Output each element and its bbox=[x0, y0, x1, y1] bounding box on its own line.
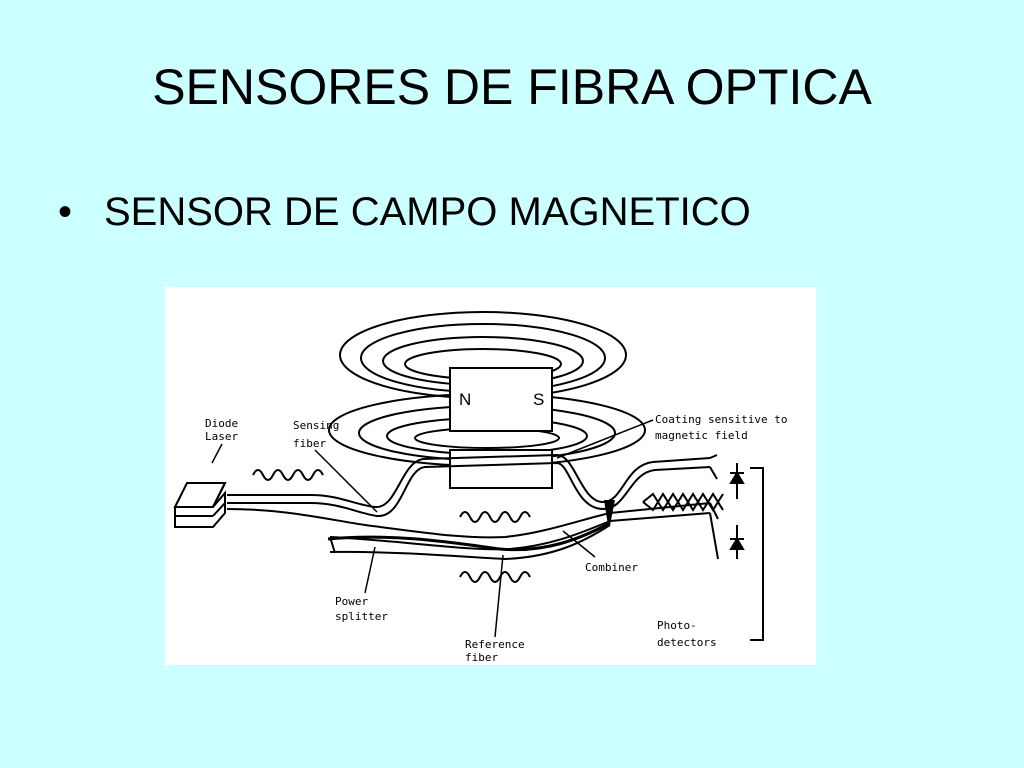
bullet-item: • SENSOR DE CAMPO MAGNETICO bbox=[58, 192, 751, 232]
sensing-fiber-label-1: Sensing bbox=[293, 419, 339, 432]
magnet-north-label: N bbox=[459, 390, 471, 409]
diode-laser-label-2: Laser bbox=[205, 430, 238, 443]
reference-fiber-label-2: fiber bbox=[465, 651, 498, 664]
coating-label-1: Coating sensitive to bbox=[655, 413, 787, 426]
reference-fiber-label-1: Reference bbox=[465, 638, 525, 651]
photodetectors-label-2: detectors bbox=[657, 636, 717, 649]
bullet-symbol: • bbox=[58, 190, 73, 234]
photodetectors bbox=[729, 463, 745, 559]
bar-magnet bbox=[449, 367, 553, 432]
output-rays bbox=[709, 454, 719, 560]
diode-laser bbox=[173, 482, 227, 528]
combiner-junction bbox=[604, 499, 615, 526]
power-splitter bbox=[327, 521, 611, 552]
label-leaders bbox=[211, 419, 654, 638]
slide-title: SENSORES DE FIBRA OPTICA bbox=[152, 59, 872, 115]
diode-laser-label-1: Diode bbox=[205, 417, 238, 430]
bullet-text: SENSOR DE CAMPO MAGNETICO bbox=[104, 190, 751, 234]
diagram-canvas: N S bbox=[173, 311, 787, 664]
coating-label-2: magnetic field bbox=[655, 429, 748, 442]
photodetectors-label-1: Photo- bbox=[657, 619, 697, 632]
power-splitter-label-2: splitter bbox=[335, 610, 388, 623]
combiner-label: Combiner bbox=[585, 561, 638, 574]
light-waves bbox=[252, 469, 724, 583]
power-splitter-label-1: Power bbox=[335, 595, 368, 608]
power-splitter-edge bbox=[329, 524, 611, 561]
magnet-south-label: S bbox=[533, 390, 544, 409]
detector-bracket bbox=[750, 467, 764, 641]
sensing-fiber-label-2: fiber bbox=[293, 437, 326, 450]
fiber-sensor-diagram: N S bbox=[165, 287, 816, 665]
sensing-fiber bbox=[227, 453, 711, 518]
